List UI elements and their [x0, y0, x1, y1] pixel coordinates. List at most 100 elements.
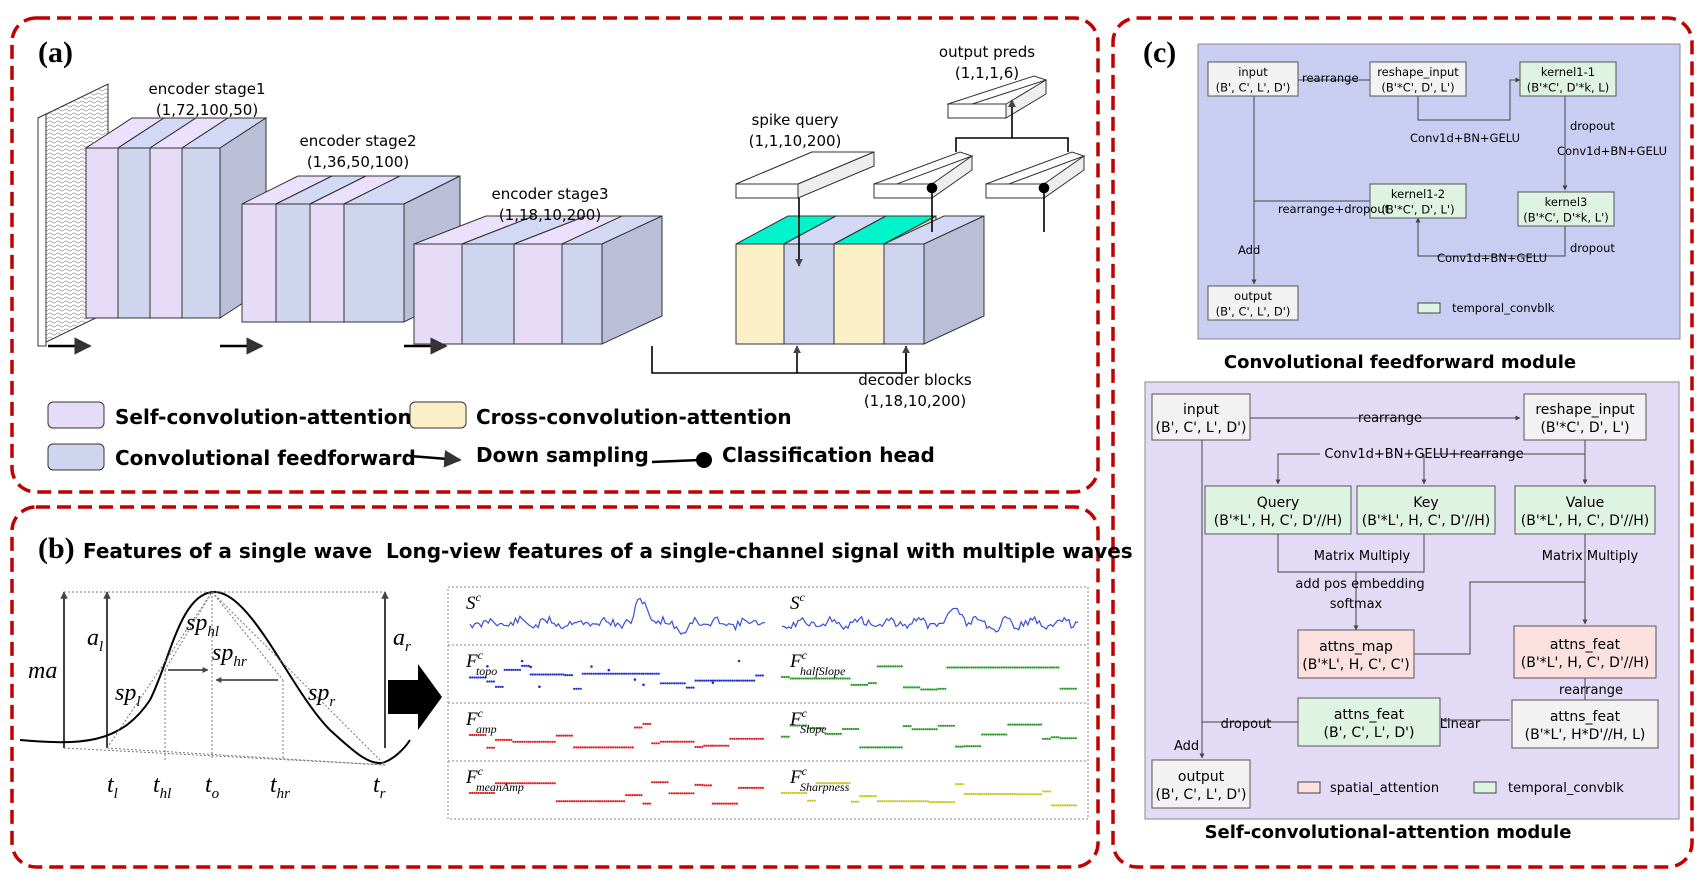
sa-node-input-title: input	[1183, 402, 1220, 418]
cff-node-kernel1-2-title: kernel1-2	[1391, 187, 1445, 201]
single-wave-plot	[19, 590, 411, 766]
sa-edge-dropout: dropout	[1221, 717, 1272, 732]
decoder-blocks-name: decoder blocks	[858, 371, 972, 389]
sa-node-attns-map-shape: (B'*L', H, C', C')	[1302, 657, 1410, 673]
output-preds-shape: (1,1,1,6)	[955, 64, 1019, 82]
spike-query-name: spike query	[752, 111, 839, 129]
feature-signals	[468, 597, 1079, 807]
decoder-blocks-shape: (1,18,10,200)	[864, 392, 966, 410]
sa-node-attns-feat-2-title: attns_feat	[1550, 709, 1621, 725]
encoder-stage3-name: encoder stage3	[491, 185, 608, 203]
cff-node-input-shape: (B', C', L', D')	[1216, 81, 1291, 95]
label-thr: thr	[270, 772, 290, 802]
self-attn-edges	[1199, 415, 1588, 759]
cff-edge-dropout2: dropout	[1570, 241, 1615, 255]
panel-a-label: (a)	[38, 36, 73, 69]
label-tr: tr	[373, 772, 386, 802]
sa-edge-rearrange2: rearrange	[1559, 683, 1623, 698]
feature-dots-2-3	[780, 782, 1077, 807]
encoder-stage1-name: encoder stage1	[148, 80, 265, 98]
sa-edge-softmax: softmax	[1330, 597, 1383, 612]
cff-legend-temporal-label: temporal_convblk	[1452, 301, 1555, 315]
cff-node-output-shape: (B', C', L', D')	[1216, 305, 1291, 319]
sa-node-attns-feat-3-shape: (B', C', L', D')	[1324, 725, 1415, 741]
sa-node-query: Query (B'*L', H, C', D'//H)	[1204, 485, 1352, 535]
output-preds-bar	[946, 75, 1048, 119]
panel-c-label: (c)	[1143, 36, 1176, 69]
label-sphr: sphr	[212, 640, 247, 670]
legend-classification-line	[651, 458, 701, 464]
sa-node-attns-feat-1-shape: (B'*L', H, C', D'//H)	[1521, 655, 1649, 671]
label-ma: ma	[28, 658, 57, 684]
feature-label-left-1: Sc	[466, 590, 482, 614]
sa-edge-pos: add pos embedding	[1295, 577, 1424, 592]
conv-ff-edges	[1251, 77, 1568, 285]
self-attn-nodes: input (B', C', L', D') reshape_input (B'*C'…	[1151, 393, 1659, 809]
cff-node-kernel3: kernel3(B'*C', D'*k, L')	[1517, 191, 1615, 227]
sa-edge-rearrange: rearrange	[1358, 411, 1422, 426]
spike-query-shape: (1,1,10,200)	[749, 132, 842, 150]
cff-node-reshape-input-title: reshape_input	[1377, 65, 1459, 79]
legend-down-sampling-label: Down sampling	[476, 443, 649, 467]
label-al: al	[87, 625, 103, 655]
feature-dots-1-3	[468, 781, 765, 805]
transform-arrow	[388, 664, 442, 730]
sa-node-query-shape: (B'*L', H, C', D'//H)	[1214, 513, 1342, 529]
feature-grid	[447, 586, 1089, 820]
sa-node-key-shape: (B'*L', H, C', D'//H)	[1362, 513, 1490, 529]
signal-trace-1	[469, 597, 765, 635]
legend-down-sampling-arrow	[409, 450, 462, 468]
head-bar-2	[984, 151, 1086, 199]
sa-node-output: output(B', C', L', D')	[1151, 759, 1251, 809]
feature-dots-1-2	[468, 722, 765, 749]
conv-ff-module-title: Convolutional feedforward module	[1224, 352, 1576, 373]
block-enc3-ff-2	[561, 215, 663, 345]
cff-node-output-title: output	[1234, 289, 1272, 303]
sa-legend-temporal-label: temporal_convblk	[1508, 781, 1624, 796]
cff-node-reshape-input-shape: (B'*C', D', L')	[1381, 81, 1454, 95]
cff-edge-rearrange-dropout: rearrange+dropout	[1278, 202, 1390, 216]
sa-legend-temporal-swatch	[1473, 781, 1497, 794]
sa-node-value-title: Value	[1566, 495, 1604, 511]
classification-head-connectors	[926, 99, 1069, 232]
panel-b-label: (b)	[38, 532, 75, 565]
sa-legend-spatial-swatch	[1297, 781, 1321, 794]
sa-node-key: Key(B'*L', H, C', D'//H)	[1356, 485, 1496, 535]
feature-dots-1-1	[468, 659, 765, 690]
head-bar-1	[872, 151, 974, 199]
cff-edge-conv1: Conv1d+BN+GELU	[1410, 131, 1520, 145]
sa-node-reshape-input-shape: (B'*C', D', L')	[1540, 420, 1629, 436]
label-tl: tl	[107, 772, 118, 802]
encoder-stage2-name: encoder stage2	[299, 132, 416, 150]
sa-node-reshape-input: reshape_input (B'*C', D', L')	[1523, 393, 1647, 441]
panel-b-frame	[10, 505, 1100, 869]
label-ar: ar	[393, 625, 411, 655]
cff-legend-temporal-swatch	[1417, 302, 1441, 314]
cff-edge-conv3: Conv1d+BN+GELU	[1437, 251, 1547, 265]
label-spr: spr	[308, 680, 335, 710]
cff-node-reshape-input: reshape_input (B'*C', D', L')	[1369, 61, 1467, 97]
spike-query-bar	[735, 151, 875, 199]
cff-node-kernel1-1-title: kernel1-1	[1541, 65, 1595, 79]
sa-node-attns-feat-3: attns_feat(B', C', L', D')	[1297, 697, 1441, 747]
cff-node-kernel1-1: kernel1-1(B'*C', D'*k, L)	[1519, 61, 1617, 97]
sa-node-query-title: Query	[1257, 495, 1300, 511]
label-thl: thl	[153, 772, 171, 802]
sa-node-value: Value (B'*L', H, C', D'//H)	[1514, 485, 1656, 535]
cff-edge-conv2: Conv1d+BN+GELU	[1557, 144, 1667, 158]
sa-node-reshape-input-title: reshape_input	[1535, 402, 1635, 418]
cff-edge-add: Add	[1238, 243, 1260, 257]
legend-classification-label: Classification head	[722, 443, 935, 467]
sa-node-value-shape: (B'*L', H, C', D'//H)	[1521, 513, 1649, 529]
encoder-stage2-shape: (1,36,50,100)	[307, 153, 409, 171]
label-sphl: sphl	[186, 610, 219, 640]
sa-edge-mm1: Matrix Multiply	[1314, 549, 1411, 564]
sa-node-attns-map-title: attns_map	[1319, 639, 1393, 655]
